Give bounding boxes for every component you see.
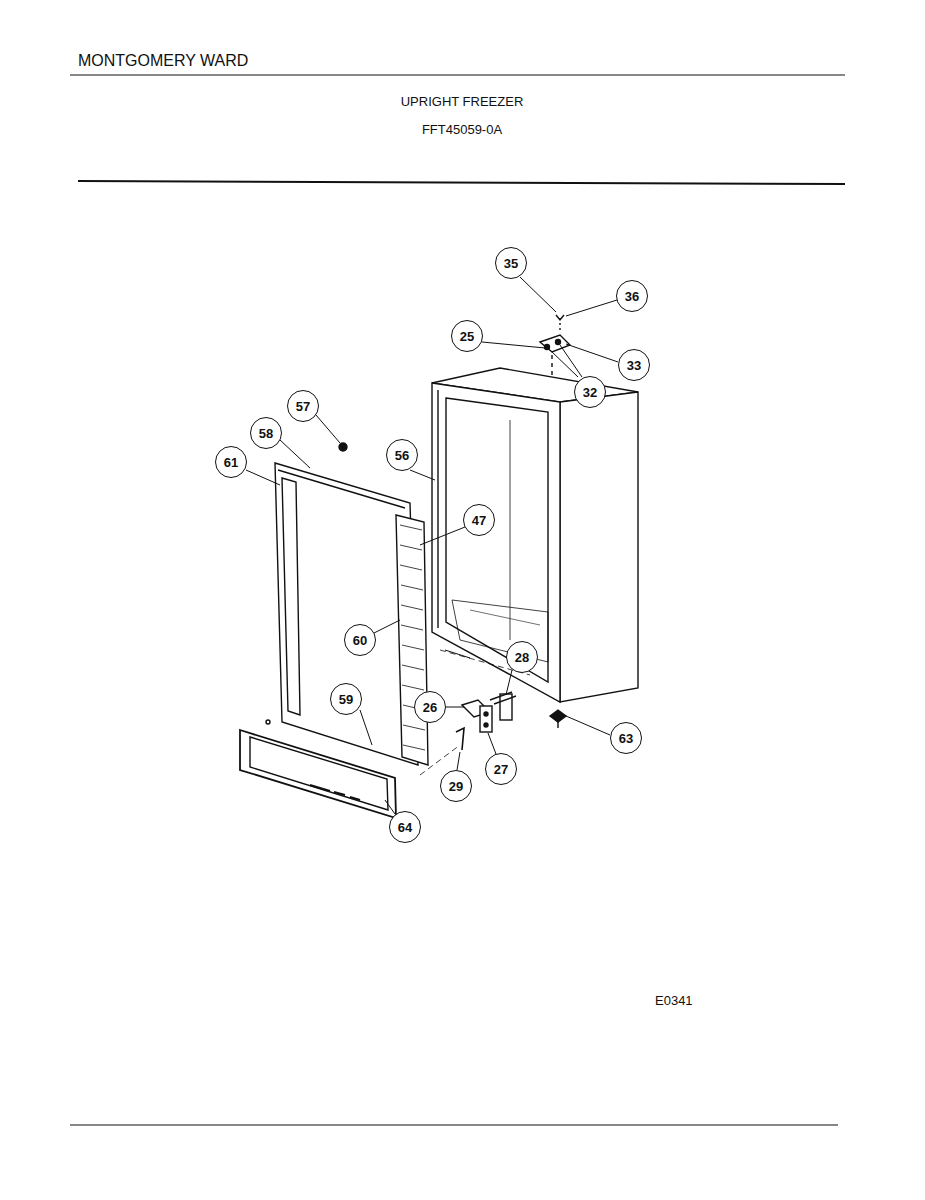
callout-number: 36 bbox=[616, 280, 648, 312]
callout-text: 59 bbox=[339, 693, 353, 706]
callout-text: 57 bbox=[296, 400, 310, 413]
callout-number: 26 bbox=[414, 691, 446, 723]
diagram-title: UPRIGHT FREEZER bbox=[401, 95, 524, 109]
figure-code: E0341 bbox=[655, 994, 693, 1008]
callout-text: 29 bbox=[449, 780, 463, 793]
callout-text: 35 bbox=[504, 257, 518, 270]
callout-number: 61 bbox=[215, 446, 247, 478]
callout-number: 33 bbox=[618, 349, 650, 381]
callout-number: 58 bbox=[250, 417, 282, 449]
callout-number: 59 bbox=[330, 683, 362, 715]
callout-text: 60 bbox=[353, 634, 367, 647]
callout-number: 56 bbox=[386, 439, 418, 471]
callout-number: 57 bbox=[287, 390, 319, 422]
callout-number: 32 bbox=[574, 376, 606, 408]
callout-text: 36 bbox=[625, 290, 639, 303]
callout-number: 25 bbox=[451, 320, 483, 352]
callout-number: 27 bbox=[485, 753, 517, 785]
callout-number: 60 bbox=[344, 624, 376, 656]
callout-number: 47 bbox=[463, 504, 495, 536]
callout-text: 63 bbox=[619, 732, 633, 745]
callout-text: 33 bbox=[627, 359, 641, 372]
callout-number: 29 bbox=[440, 770, 472, 802]
brand-header: MONTGOMERY WARD bbox=[78, 52, 248, 70]
callout-text: 27 bbox=[494, 763, 508, 776]
callout-text: 61 bbox=[224, 456, 238, 469]
callout-number: 63 bbox=[610, 722, 642, 754]
callout-text: 47 bbox=[472, 514, 486, 527]
callout-number: 35 bbox=[495, 247, 527, 279]
callout-text: 32 bbox=[583, 386, 597, 399]
callout-text: 26 bbox=[423, 701, 437, 714]
model-number: FFT45059-0A bbox=[422, 123, 502, 137]
callout-number: 64 bbox=[389, 811, 421, 843]
callout-text: 25 bbox=[460, 330, 474, 343]
callout-text: 58 bbox=[259, 427, 273, 440]
callout-number: 28 bbox=[506, 641, 538, 673]
callout-text: 56 bbox=[395, 449, 409, 462]
callout-text: 28 bbox=[515, 651, 529, 664]
callout-text: 64 bbox=[398, 821, 412, 834]
